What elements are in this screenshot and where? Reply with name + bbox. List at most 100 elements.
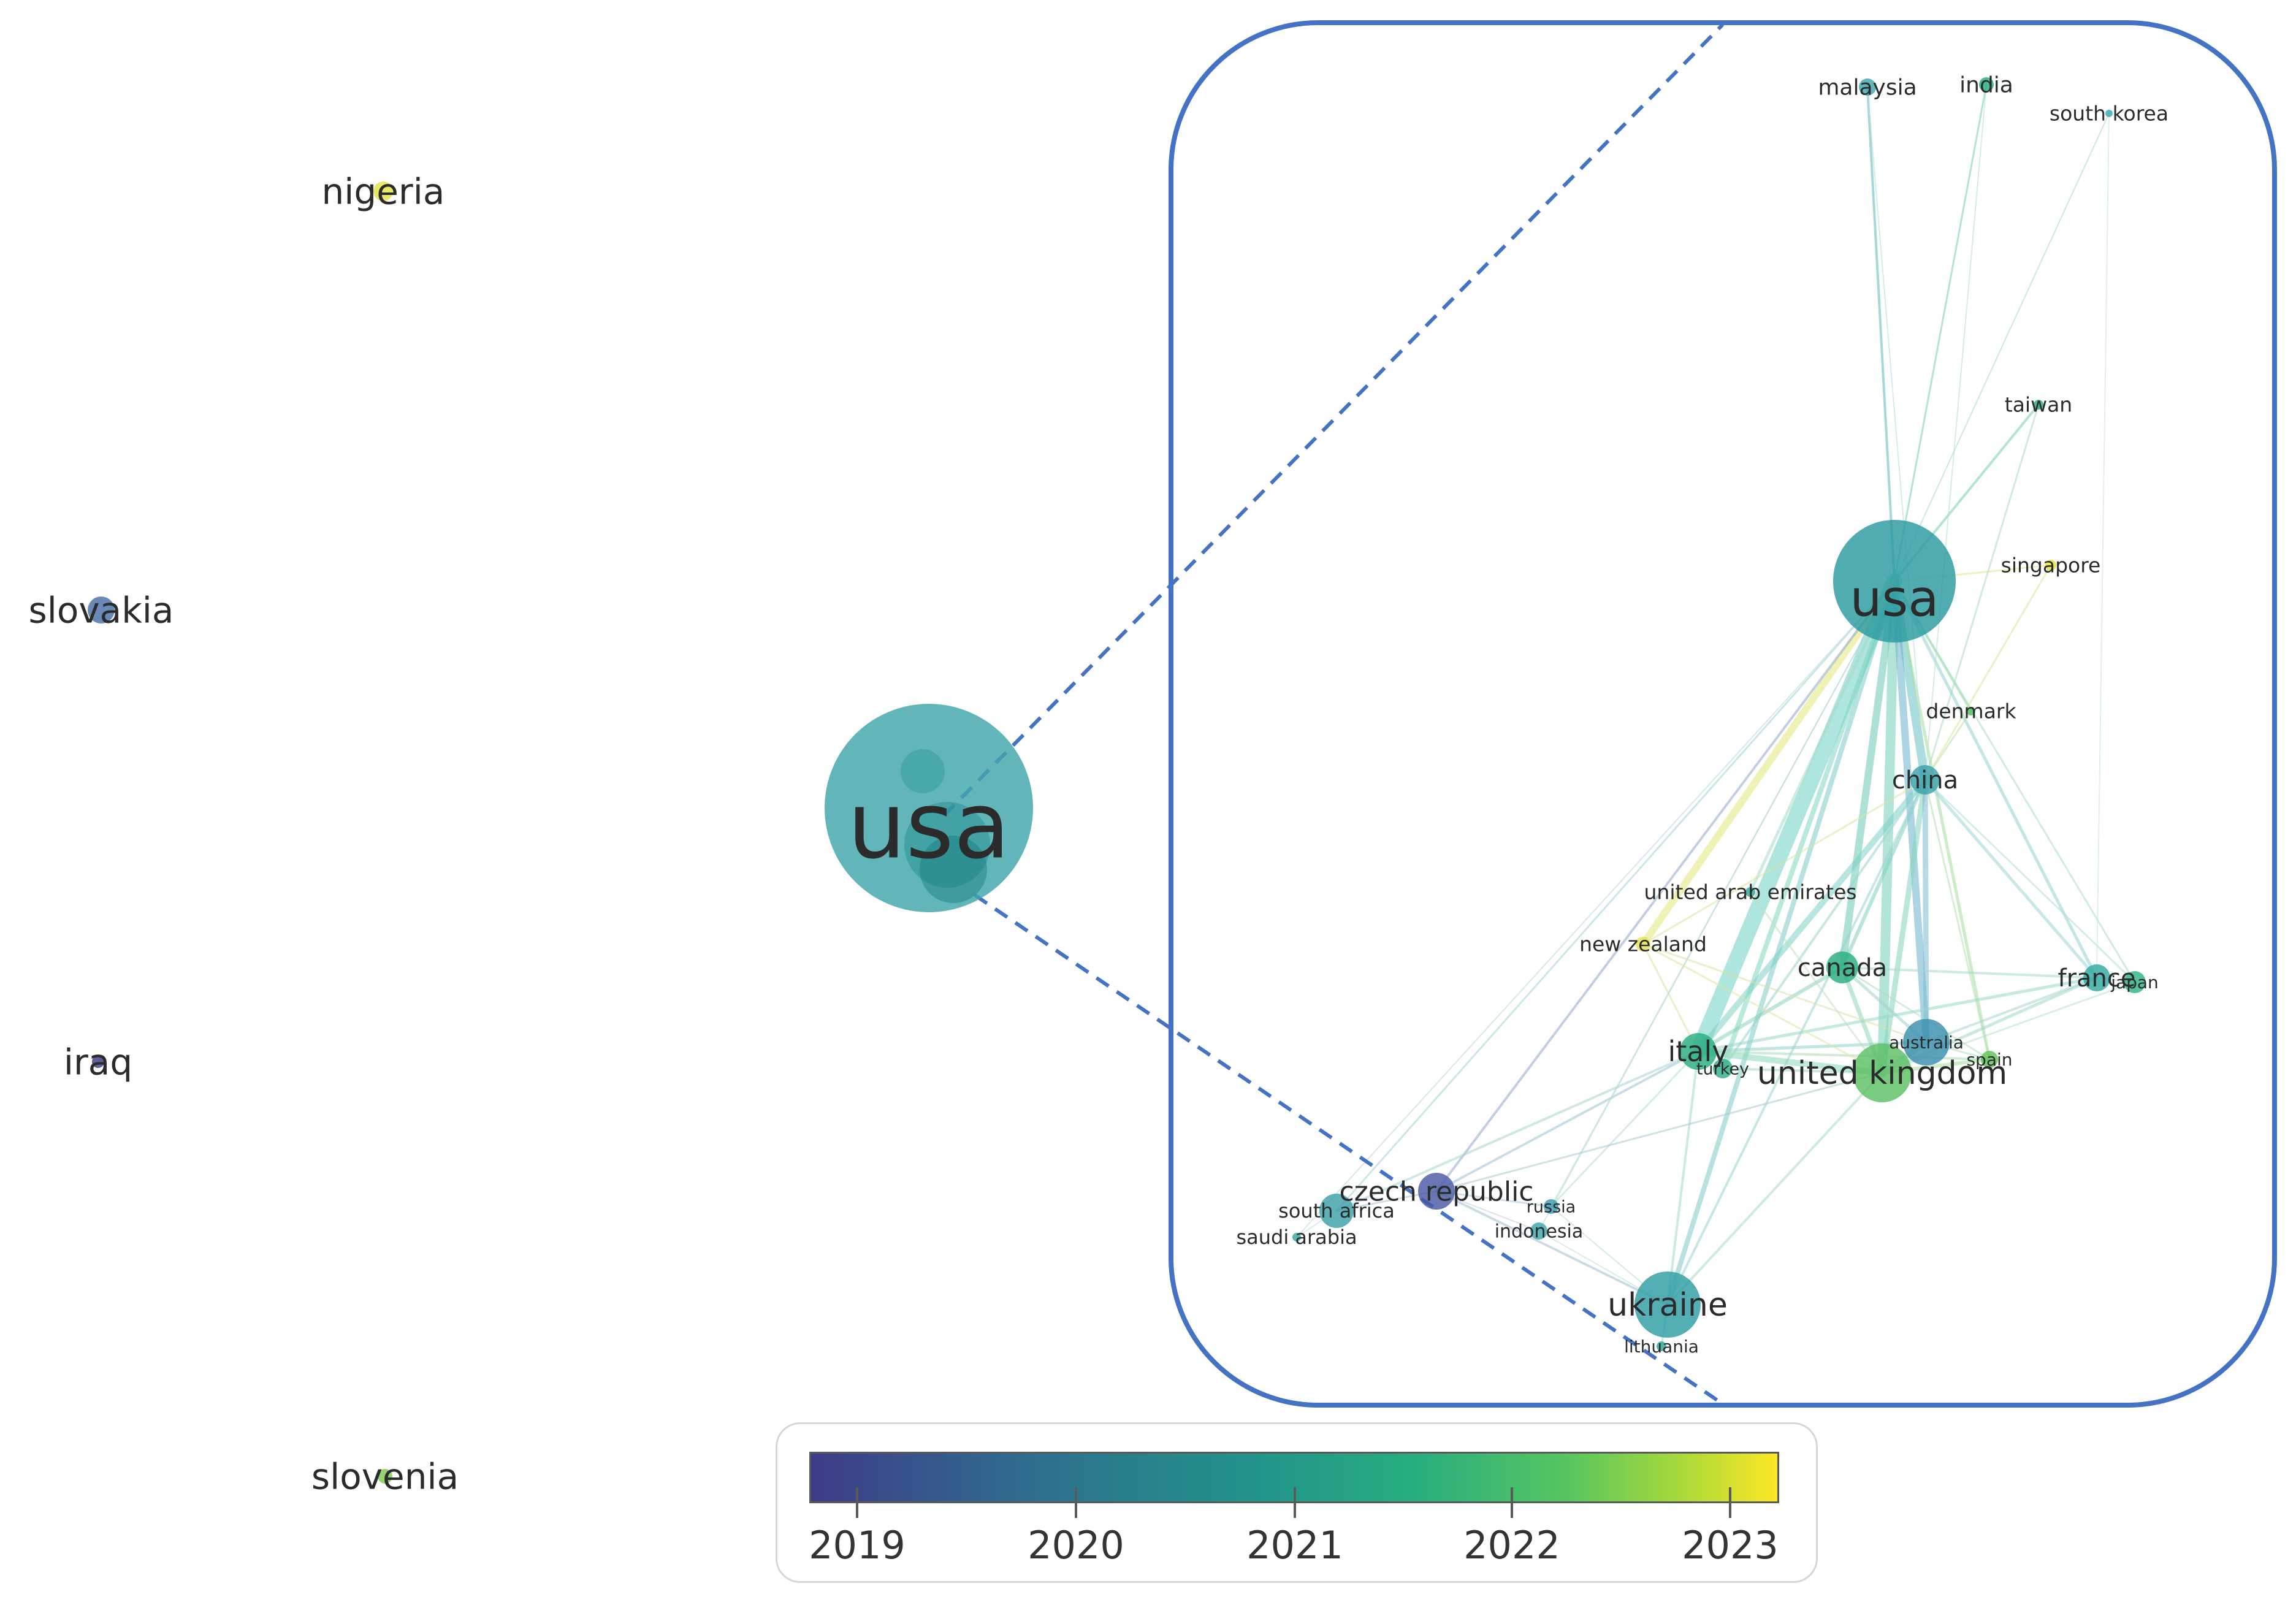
zoom-node-new-zealand[interactable]: [1636, 937, 1650, 951]
edge-china-france: [1923, 778, 2099, 980]
overview-node-usa[interactable]: [825, 704, 1033, 912]
zoom-node-czech-republic[interactable]: [1418, 1173, 1455, 1210]
zoom-node-spain[interactable]: [1981, 1051, 1998, 1068]
zoom-label-indonesia: indonesia: [1495, 1221, 1584, 1243]
edge-italy-russia: [1550, 1050, 1699, 1208]
zoom-label-denmark: denmark: [1926, 700, 2016, 723]
edge-china-ukraine: [1666, 779, 1926, 1306]
edge-italy-czech-republic: [1435, 1050, 1699, 1192]
edge-usa-ukraine: [1665, 579, 1897, 1307]
edge-usa-czech-republic: [1435, 580, 1896, 1192]
zoom-label-usa: usa: [1850, 570, 1939, 628]
edge-united-arab-emirates-united-kingdom: [1749, 891, 1883, 1074]
overview-node-slovakia[interactable]: [88, 597, 115, 623]
legend-tick-label-2023: 2023: [1682, 1523, 1779, 1568]
legend-tick-2020: [1075, 1487, 1077, 1518]
zoom-connector-top: [942, 23, 1725, 817]
zoom-label-czech-republic: czech republic: [1339, 1176, 1533, 1207]
zoom-node-china[interactable]: [1910, 765, 1940, 795]
zoom-node-united-kingdom[interactable]: [1853, 1043, 1912, 1102]
edge-usa-saudi-arabia: [1296, 581, 1895, 1238]
overview-usa-cluster-0: [904, 802, 990, 888]
zoom-node-malaysia[interactable]: [1859, 78, 1876, 96]
zoom-label-china: china: [1892, 766, 1958, 795]
edge-italy-australia: [1696, 1040, 1928, 1053]
zoom-label-canada: canada: [1798, 954, 1887, 982]
edge-india-china: [1924, 84, 1987, 780]
zoom-label-singapore: singapore: [2001, 554, 2101, 578]
overview-usa-cluster-1: [901, 749, 945, 793]
edge-italy-new-zealand: [1642, 943, 1699, 1053]
zoom-node-japan[interactable]: [2124, 971, 2146, 993]
zoom-node-singapore[interactable]: [2045, 560, 2056, 571]
edge-usa-russia: [1550, 581, 1895, 1207]
edge-china-turkey: [1722, 779, 1926, 1070]
edge-china-united-kingdom: [1879, 777, 1928, 1076]
legend-tick-2019: [856, 1487, 858, 1518]
zoom-node-australia[interactable]: [1903, 1019, 1950, 1066]
zoom-node-south-africa[interactable]: [1319, 1194, 1354, 1228]
edge-canada-france: [1841, 966, 2098, 979]
zoom-label-saudi-arabia: saudi arabia: [1236, 1226, 1357, 1249]
edge-italy-ukraine: [1666, 1050, 1699, 1306]
zoom-node-canada[interactable]: [1826, 951, 1858, 983]
zoom-label-france: france: [2058, 964, 2136, 993]
edge-singapore-china: [1924, 564, 2052, 781]
edge-canada-spain: [1841, 966, 1991, 1061]
zoom-node-usa[interactable]: [1833, 520, 1956, 642]
overview-label-slovakia: slovakia: [29, 589, 174, 631]
edge-usa-canada: [1839, 578, 1898, 971]
overview-label-slovenia: slovenia: [311, 1455, 459, 1497]
zoom-node-india[interactable]: [1979, 77, 1994, 92]
zoom-label-south-korea: south korea: [2050, 102, 2168, 126]
edge-china-australia: [1922, 777, 1929, 1045]
zoom-node-denmark[interactable]: [1967, 707, 1975, 715]
overview-node-iraq[interactable]: [92, 1056, 104, 1068]
zoom-node-indonesia[interactable]: [1530, 1222, 1547, 1240]
edge-czech-republic-russia: [1435, 1190, 1552, 1208]
zoom-node-united-arab-emirates[interactable]: [1745, 887, 1755, 897]
zoom-label-united-kingdom: united kingdom: [1757, 1055, 2007, 1092]
edge-new-zealand-united-kingdom: [1642, 943, 1883, 1074]
zoom-connector-bottom: [974, 893, 1724, 1406]
overview-usa-cluster-2: [920, 836, 987, 903]
overview-node-slovenia[interactable]: [378, 1469, 392, 1484]
edge-united-kingdom-czech-republic: [1435, 1072, 1883, 1192]
edge-usa-india: [1893, 83, 1988, 582]
edge-south-korea-france: [2096, 113, 2110, 978]
edge-italy-united-kingdom: [1695, 1048, 1885, 1076]
zoom-node-italy[interactable]: [1680, 1033, 1717, 1070]
edge-australia-france: [1925, 977, 2098, 1043]
edge-italy-south-africa: [1335, 1050, 1699, 1212]
zoom-node-turkey[interactable]: [1713, 1059, 1733, 1078]
edge-china-canada: [1840, 778, 1927, 969]
zoom-node-russia[interactable]: [1544, 1199, 1558, 1214]
edge-malaysia-china: [1867, 86, 1926, 780]
zoom-label-south-africa: south africa: [1278, 1199, 1395, 1222]
zoom-label-ukraine: ukraine: [1608, 1287, 1728, 1324]
legend-tick-2022: [1511, 1487, 1513, 1518]
zoom-node-saudi-arabia[interactable]: [1292, 1233, 1301, 1241]
zoom-node-lithuania[interactable]: [1657, 1341, 1666, 1351]
zoom-node-ukraine[interactable]: [1634, 1271, 1701, 1338]
zoom-node-taiwan[interactable]: [2034, 400, 2043, 410]
edge-usa-new-zealand: [1639, 578, 1898, 948]
edge-usa-south-africa: [1335, 580, 1896, 1212]
edge-usa-japan: [1893, 580, 2136, 983]
zoom-label-turkey: turkey: [1696, 1059, 1749, 1078]
zoom-label-japan: japan: [2110, 972, 2159, 993]
overview-node-nigeria[interactable]: [373, 181, 393, 201]
edge-italy-canada: [1696, 966, 1844, 1053]
zoom-node-france[interactable]: [2083, 964, 2110, 991]
zoom-label-india: india: [1959, 73, 2013, 98]
edge-china-new-zealand: [1642, 779, 1926, 945]
zoom-node-south-korea[interactable]: [2105, 110, 2113, 117]
edge-china-spain: [1924, 779, 1991, 1061]
zoom-label-spain: spain: [1966, 1050, 2012, 1070]
node-layer: [88, 77, 2146, 1484]
edge-new-zealand-australia: [1642, 943, 1928, 1043]
overview-label-usa: usa: [847, 773, 1010, 880]
edge-united-kingdom-ukraine: [1666, 1072, 1883, 1306]
